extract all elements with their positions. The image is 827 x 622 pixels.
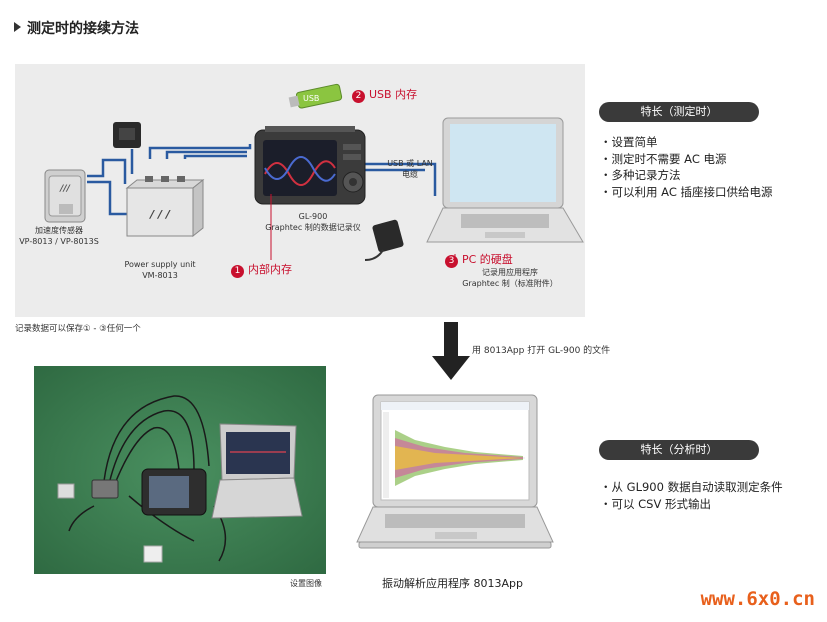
triangle-bullet-icon: [14, 22, 21, 32]
cables: [87, 144, 437, 216]
setup-photo-illustration: [34, 366, 326, 574]
list-item: ・多种记录方法: [600, 168, 681, 182]
app-caption: 振动解析应用程序 8013App: [382, 577, 523, 590]
features-analysis-title: 特长（分析时）: [599, 440, 759, 460]
features-analysis-list: ・从 GL900 数据自动读取测定条件 ・可以 CSV 形式输出: [600, 479, 783, 512]
page-title: 测定时的接续方法: [14, 18, 139, 38]
photo-caption: 设置图像: [290, 579, 322, 588]
list-item: ・从 GL900 数据自动读取测定条件: [600, 480, 783, 494]
save-note: 记录数据可以保存① - ③任何一个: [15, 324, 141, 334]
arrow-label: 用 8013App 打开 GL-900 的文件: [472, 346, 611, 356]
connection-diagram-illustration: /// / / /: [44, 83, 584, 261]
list-item: ・可以 CSV 形式输出: [600, 496, 712, 511]
list-item: ・设置简单: [600, 135, 658, 149]
usb-stick-text: USB: [303, 94, 320, 103]
features-measure-title: 特长（测定时）: [599, 102, 759, 122]
setup-photo: [34, 366, 326, 574]
ac-adapter-icon-2: [364, 219, 404, 261]
down-arrow-icon: [432, 322, 470, 380]
features-measure-list: ・设置简单 ・测定时不需要 AC 电源 ・多种记录方法 ・可以利用 AC 插座接…: [600, 134, 773, 200]
analysis-app-laptop-illustration: [356, 394, 554, 549]
list-item: ・测定时不需要 AC 电源: [600, 151, 727, 166]
marker-2: 2: [352, 90, 365, 103]
svg-text:/ / /: / / /: [148, 208, 171, 221]
acceleration-sensor-icon: ///: [44, 169, 86, 223]
gl900-logger-icon: [254, 126, 366, 205]
power-supply-unit-icon: / / /: [125, 176, 205, 238]
ac-adapter-icon: [113, 122, 141, 148]
marker-3: 3: [445, 255, 458, 268]
usb-stick-icon: [288, 83, 343, 109]
laptop-icon: [426, 117, 584, 243]
list-item: ・可以利用 AC 插座接口供给电源: [600, 184, 773, 199]
svg-text:///: ///: [59, 184, 71, 194]
marker-1: 1: [231, 265, 244, 278]
watermark-text: www.6x0.cn: [700, 588, 815, 610]
